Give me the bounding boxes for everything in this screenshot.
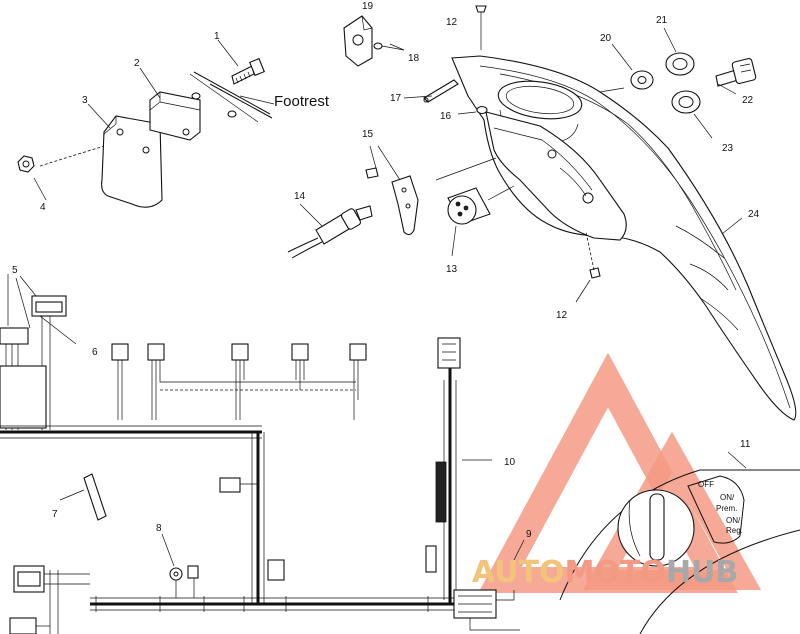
- callout-22: 22: [742, 95, 754, 106]
- harness-part-10: [425, 337, 492, 604]
- callout-20: 20: [600, 33, 612, 44]
- grommet-part-18: [373, 42, 405, 51]
- screw-part-16: [476, 105, 488, 115]
- switch-label-off: OFF: [698, 480, 714, 489]
- lower-housing: [485, 111, 627, 241]
- watermark-part-1: AUTO: [472, 555, 565, 590]
- callout-3: 3: [82, 95, 88, 106]
- clip-part-7: [59, 473, 107, 521]
- callout-4: 4: [40, 202, 46, 213]
- ring-terminal-part-8: [161, 533, 199, 598]
- switch-label-on-prem-2: Prem.: [716, 504, 737, 513]
- toggle-lever-part-15: [365, 145, 419, 236]
- key-switch-slot: [649, 493, 665, 561]
- callout-9: 9: [526, 529, 532, 540]
- callout-8: 8: [156, 523, 162, 534]
- callout-18: 18: [408, 53, 420, 64]
- callout-11: 11: [740, 439, 751, 450]
- nut-part-4: [17, 155, 35, 173]
- wiring-harness-group: [0, 274, 525, 634]
- callout-23: 23: [722, 143, 734, 154]
- housing-body: [451, 55, 797, 421]
- bolt-part-1: [231, 57, 265, 85]
- callout-13: 13: [446, 264, 458, 275]
- callout-6: 6: [92, 347, 98, 358]
- nut-part-21: [665, 52, 695, 76]
- screw-part-12-bottom: [585, 231, 601, 279]
- callout-14: 14: [294, 191, 306, 202]
- bulb-socket-part-14: [287, 203, 373, 259]
- watermark-part-2: MOTO: [565, 555, 666, 590]
- callout-numbers: 1 2 3 4 5 6 7 8 9 10 11 12 12 13 14 15 1…: [12, 1, 760, 540]
- callout-7: 7: [52, 509, 58, 520]
- callout-5: 5: [12, 265, 18, 276]
- callout-19: 19: [362, 1, 374, 12]
- ignition-switch-part-13: [447, 185, 515, 257]
- connector-part-5: [0, 274, 77, 430]
- connector-row-part-6: [111, 343, 367, 420]
- bracket-part-19: [343, 15, 373, 67]
- watermark-text: AUTOMOTOHUB: [472, 555, 738, 590]
- branch-connector: [219, 477, 285, 581]
- cable-tie-part-17: [423, 79, 459, 103]
- callout-24: 24: [748, 209, 760, 220]
- gauge-opening: [497, 80, 583, 120]
- switch-label-on-reg-1: ON/: [726, 516, 741, 525]
- switch-group: [287, 145, 515, 259]
- callout-21: 21: [656, 15, 668, 26]
- callout-15: 15: [362, 129, 374, 140]
- callout-12-top: 12: [446, 17, 458, 28]
- callout-2: 2: [134, 58, 140, 69]
- callout-17: 17: [390, 93, 402, 104]
- watermark-part-3: HUB: [666, 555, 738, 590]
- switch-label-on-prem-1: ON/: [720, 493, 735, 502]
- footrest-label: Footrest: [274, 93, 330, 110]
- washer-part-20: [630, 70, 654, 90]
- nut-part-23: [671, 90, 701, 114]
- screw-part-12-top: [475, 5, 487, 50]
- key-switch-detail-part-11: OFF ON/ Prem. ON/ Reg.: [559, 451, 800, 634]
- handlebar-housing-group: [343, 5, 797, 421]
- key-part-22: [715, 57, 757, 87]
- footrest-bracket-group: [17, 39, 275, 208]
- callout-10: 10: [504, 457, 516, 468]
- svg-text:AUTOMOTOHUB: AUTOMOTOHUB: [472, 555, 738, 590]
- callout-1: 1: [214, 31, 220, 42]
- callout-12-bottom: 12: [556, 310, 568, 321]
- callout-16: 16: [440, 111, 452, 122]
- bracket-plate: [101, 115, 163, 208]
- connector-block-part-9: [453, 539, 525, 631]
- switch-label-on-reg-2: Reg.: [726, 526, 743, 535]
- connector-bottom-left: [9, 565, 90, 634]
